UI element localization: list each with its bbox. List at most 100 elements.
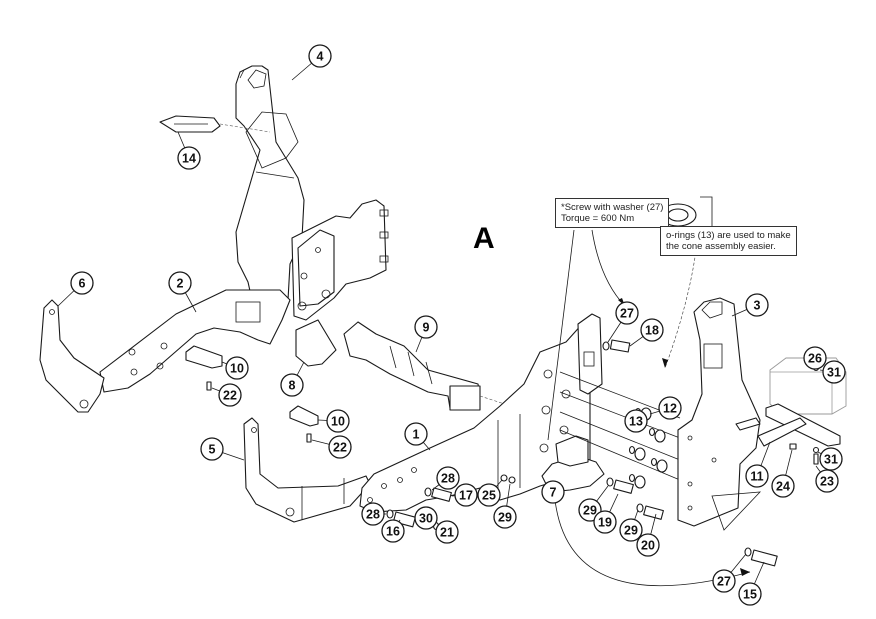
callout-number: 20 [641,539,655,553]
callout-31: 31 [819,360,846,384]
callout-10: 10 [221,356,249,380]
callout-circle [177,146,201,170]
callout-number: 29 [624,524,638,538]
callout-20: 20 [636,513,660,557]
callout-28: 28 [431,466,460,491]
callout-25: 25 [477,479,503,507]
callout-28: 28 [361,502,386,526]
callout-13: 13 [624,409,648,433]
callout-circle [636,533,660,557]
callout-circle [477,483,501,507]
callout-number: 29 [583,504,597,518]
view-label: A [473,222,495,255]
callout-circle [738,582,762,606]
callout-number: 10 [230,362,244,376]
callout-circle [225,356,249,380]
callout-number: 21 [440,526,454,540]
callout-circle [168,271,192,295]
callout-circle [381,519,405,543]
callout-circle [308,44,332,68]
callout-circle [326,409,350,433]
callout-number: 10 [331,415,345,429]
callout-circle [541,480,565,504]
callout-circle [819,447,843,471]
callout-number: 6 [79,277,86,291]
callout-19: 19 [593,493,619,534]
callout-number: 24 [776,480,790,494]
callout-circle [619,518,643,542]
callout-circle [404,422,428,446]
callout-4: 4 [291,44,332,81]
oring-note: o-rings (13) are used to make the cone a… [660,226,797,256]
callout-26: 26 [803,346,827,370]
callout-circle [200,437,224,461]
callout-18: 18 [629,318,664,347]
callout-number: 31 [824,453,838,467]
callout-8: 8 [280,361,305,397]
callout-3: 3 [731,293,769,317]
callout-circle [454,483,478,507]
part-6-hook-bracket [39,299,105,413]
callout-circle [640,318,664,342]
callout-number: 15 [743,588,757,602]
callout-number: 3 [754,299,761,313]
callout-circle [745,293,769,317]
callout-17: 17 [451,483,478,507]
callout-29: 29 [619,509,643,542]
callout-number: 9 [423,321,430,335]
callout-number: 5 [209,443,216,457]
callout-number: 23 [820,475,834,489]
callout-27: 27 [607,301,639,343]
callout-1: 1 [404,422,431,451]
callout-circle [615,301,639,325]
part-2-side-arm [99,289,291,393]
callout-circle [436,466,460,490]
callout-number: 16 [386,525,400,539]
callout-number: 7 [550,486,557,500]
callout-circle [414,315,438,339]
callout-2: 2 [168,271,197,313]
callout-9: 9 [414,315,438,353]
callout-number: 17 [459,489,473,503]
callout-number: 8 [289,379,296,393]
callout-number: 30 [419,512,433,526]
callout-number: 4 [317,50,324,64]
callout-number: 26 [808,352,822,366]
callout-6: 6 [57,271,94,307]
callout-number: 1 [413,428,420,442]
part-8-tower-foot [295,319,337,367]
callout-circle [593,510,617,534]
callout-circle [803,346,827,370]
callout-circle [712,569,736,593]
callout-number: 28 [441,472,455,486]
callout-circle [771,474,795,498]
callout-circle [328,435,352,459]
callout-circle [70,271,94,295]
callout-circle [414,506,438,530]
part-1-upper-plate [577,313,603,395]
callout-number: 2 [177,277,184,291]
tower-mount-plate [291,199,389,321]
callout-31: 31 [817,447,843,471]
callout-16: 16 [381,519,405,543]
callout-23: 23 [815,465,839,493]
callout-number: 22 [223,389,237,403]
callout-30: 30 [414,506,438,530]
callout-number: 19 [598,516,612,530]
callout-number: 12 [663,402,677,416]
callout-11: 11 [745,441,771,488]
note-pointers [547,229,751,587]
part-3-mount-plate [677,297,762,531]
callout-5: 5 [200,437,245,461]
callout-27: 27 [712,553,747,593]
callout-number: 27 [717,575,731,589]
callout-circle [624,409,648,433]
callout-22: 22 [311,435,352,459]
callout-number: 11 [750,470,763,484]
callout-number: 22 [333,441,347,455]
callout-10: 10 [317,409,350,433]
callout-22: 22 [211,383,242,407]
